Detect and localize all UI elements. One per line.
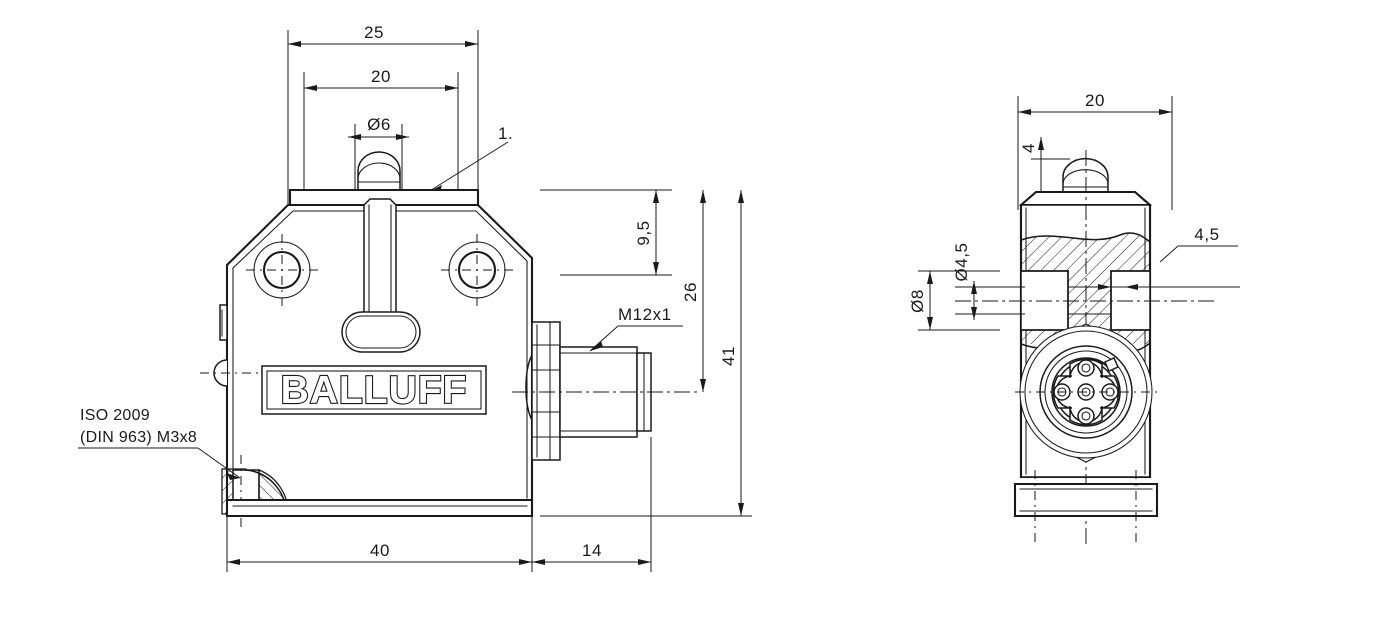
front-dome-cap (357, 151, 401, 191)
dim-label-40: 40 (370, 541, 390, 560)
dim-label-dia6: Ø6 (367, 115, 391, 134)
dim-label-dia4-5: Ø4,5 (952, 243, 971, 282)
screw-note-group: ISO 2009 (DIN 963) M3x8 (78, 407, 241, 480)
front-left-tab-detail (200, 304, 262, 387)
dim-side-dia8: Ø8 (908, 270, 1000, 331)
dim-label-14: 14 (582, 541, 602, 560)
brand-logo-text: BALLUFF (281, 369, 468, 412)
dim-label-26: 26 (681, 282, 700, 302)
dim-label-step-4-5: 4,5 (1194, 225, 1219, 244)
dim-side-width-20: 20 (1017, 91, 1173, 210)
dim-side-step-4-5: 4,5 (1086, 225, 1240, 290)
side-base-plate (1013, 470, 1159, 545)
thread-note-group: M12x1 (589, 305, 683, 352)
side-view-group: 20 4 (908, 91, 1240, 545)
front-view-group: 25 20 Ø6 1. (78, 23, 752, 572)
dim-label-41: 41 (719, 346, 738, 366)
front-bottom-screw-detail (221, 455, 534, 528)
dim-height-26: 26 (681, 190, 706, 392)
dim-side-dia45: Ø4,5 (952, 243, 1025, 320)
front-m12-connector (512, 321, 700, 461)
dim-label-side-20: 20 (1085, 91, 1105, 110)
callout-1-group: 1. (427, 124, 513, 193)
dim-label-dia8: Ø8 (908, 289, 927, 313)
dim-label-25: 25 (364, 23, 384, 42)
dim-label-side-4: 4 (1019, 143, 1038, 153)
screw-note-line-1: ISO 2009 (80, 407, 150, 424)
dim-bottom-14: 14 (532, 437, 652, 572)
screw-note-line-2: (DIN 963) M3x8 (80, 429, 197, 446)
front-mounting-hole-left (246, 234, 318, 306)
dim-label-9-5: 9,5 (634, 220, 653, 245)
callout-1-label: 1. (498, 124, 513, 143)
side-dome-cap (1062, 157, 1109, 193)
dim-height-9-5: 9,5 (540, 189, 672, 276)
front-center-slot (341, 198, 421, 353)
brand-logo: BALLUFF (261, 365, 487, 415)
front-mounting-hole-right (441, 234, 513, 306)
thread-note-label: M12x1 (618, 305, 672, 324)
dim-label-20: 20 (371, 67, 391, 86)
dim-top-hole-diameter: Ø6 (348, 115, 409, 190)
dim-height-41: 41 (540, 190, 752, 517)
side-m12-connector-face (1015, 323, 1158, 463)
